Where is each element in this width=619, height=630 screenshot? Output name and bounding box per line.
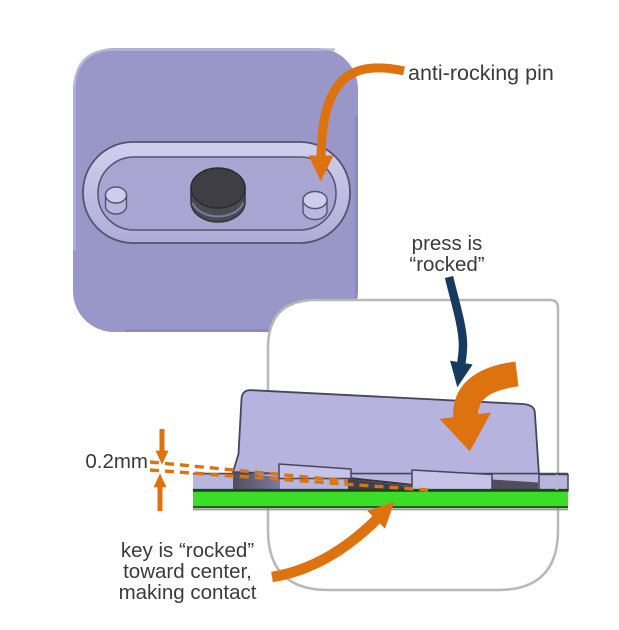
housing-highlight-edge [73, 48, 335, 250]
contact-arrow [271, 501, 395, 583]
rotation-arrow [439, 361, 519, 452]
tilt-dashed-line-upper [149, 460, 349, 483]
cross-section-view [193, 389, 569, 511]
dimension-annotation [149, 429, 429, 511]
key-rocked-label: key is “rocked” toward center, making co… [118, 539, 257, 604]
anti-rocking-pin-label: anti-rocking pin [408, 61, 554, 85]
pin-housing-3d-view [73, 48, 358, 332]
pcb-strip [193, 491, 568, 508]
keycap-skirt-edge [347, 477, 423, 487]
press-arrow [444, 276, 473, 388]
anti-rocking-pin-right [302, 190, 328, 221]
anti-rocking-pin-left [104, 186, 128, 215]
tilt-dashed-line-lower [149, 468, 429, 492]
press-rocked-label: press is “rocked” [409, 232, 485, 276]
gap-dimension-label: 0.2mm [85, 450, 148, 473]
shadow-center [348, 479, 422, 491]
anti-rocking-pin-arrow [308, 63, 405, 182]
shadow-right [492, 479, 538, 491]
center-contact-disk [190, 167, 246, 223]
contact-bump-left [278, 463, 352, 480]
base-end-piece [538, 473, 569, 492]
